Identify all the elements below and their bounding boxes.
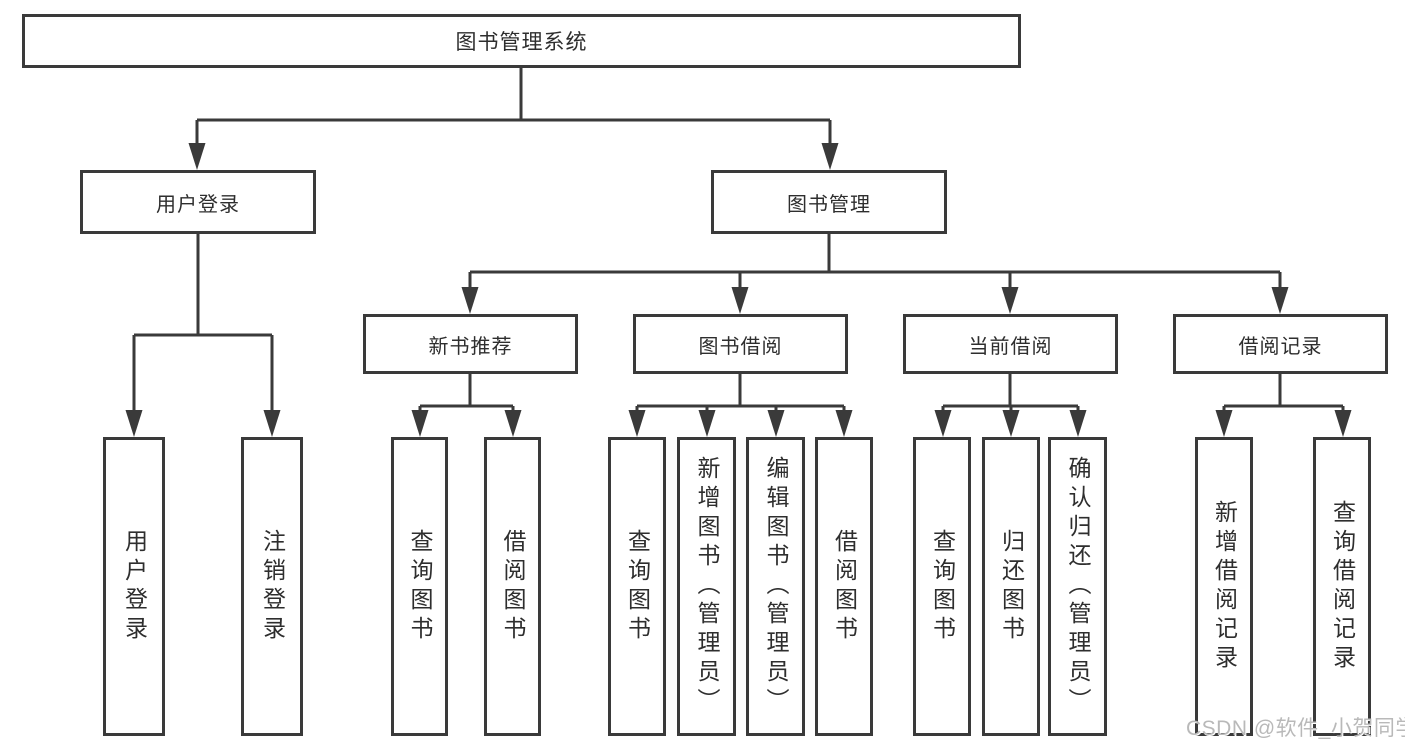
- leaf-edit-books-admin: 编辑图书（管理员）: [746, 437, 805, 736]
- node-book-borrowing: 图书借阅: [633, 314, 848, 374]
- leaf-query-books-borrowing: 查询图书: [608, 437, 666, 736]
- node-label: 新增图书（管理员）: [694, 456, 720, 717]
- node-label: 图书管理: [787, 193, 871, 216]
- node-root: 图书管理系统: [22, 14, 1021, 68]
- leaf-add-books-admin: 新增图书（管理员）: [677, 437, 736, 736]
- node-user-login: 用户登录: [80, 170, 316, 234]
- node-label: 编辑图书（管理员）: [763, 456, 789, 717]
- node-label: 用户登录: [156, 193, 240, 216]
- node-label: 新书推荐: [428, 335, 513, 358]
- node-label: 图书管理系统: [455, 31, 588, 54]
- node-label: 查询图书: [624, 528, 651, 645]
- node-book-management: 图书管理: [711, 170, 947, 234]
- node-new-book-recommendation: 新书推荐: [363, 314, 578, 374]
- node-label: 确认归还（管理员）: [1065, 456, 1091, 717]
- node-label: 新增借阅记录: [1211, 499, 1238, 674]
- node-label: 归还图书: [998, 528, 1025, 645]
- node-label: 用户登录: [121, 528, 148, 645]
- leaf-borrow-books-recommend: 借阅图书: [484, 437, 541, 736]
- node-label: 注销登录: [259, 528, 286, 645]
- node-label: 图书借阅: [698, 335, 783, 358]
- node-label: 查询借阅记录: [1329, 499, 1356, 674]
- node-current-borrowing: 当前借阅: [903, 314, 1118, 374]
- leaf-confirm-return-admin: 确认归还（管理员）: [1048, 437, 1107, 736]
- leaf-user-login: 用户登录: [103, 437, 165, 736]
- leaf-add-borrow-record: 新增借阅记录: [1195, 437, 1253, 736]
- node-borrowing-records: 借阅记录: [1173, 314, 1388, 374]
- leaf-query-books-recommend: 查询图书: [391, 437, 448, 736]
- node-label: 借阅记录: [1238, 335, 1323, 358]
- leaf-logout: 注销登录: [241, 437, 303, 736]
- node-label: 借阅图书: [500, 528, 526, 645]
- leaf-return-books: 归还图书: [982, 437, 1040, 736]
- node-label: 查询图书: [929, 528, 956, 645]
- csdn-watermark: CSDN @软件_小贺同学: [1186, 717, 1405, 740]
- node-label: 当前借阅: [968, 335, 1053, 358]
- node-label: 借阅图书: [831, 528, 858, 645]
- leaf-query-books-current: 查询图书: [913, 437, 971, 736]
- node-label: 查询图书: [407, 528, 433, 645]
- leaf-borrow-books-borrowing: 借阅图书: [815, 437, 873, 736]
- leaf-query-borrow-record: 查询借阅记录: [1313, 437, 1371, 736]
